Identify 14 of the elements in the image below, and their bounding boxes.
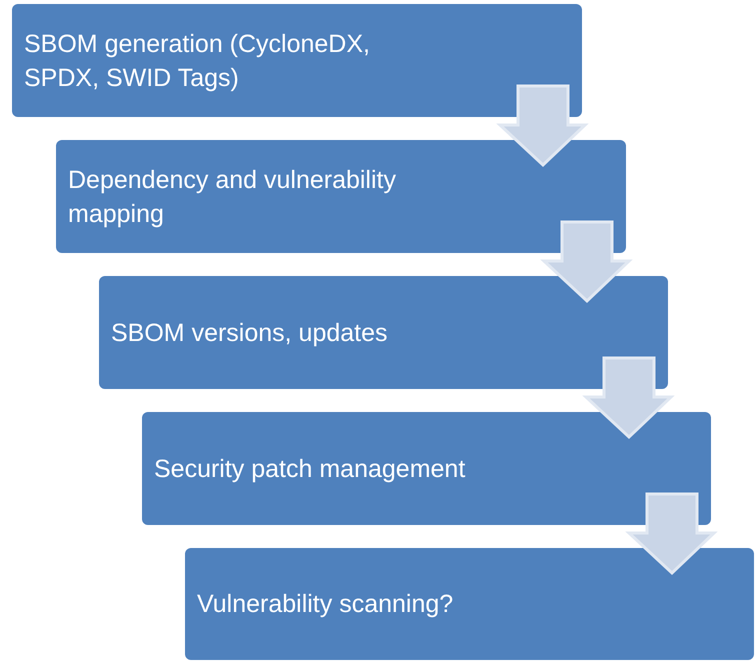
process-box (142, 412, 711, 525)
process-box (56, 140, 626, 253)
step-text: Dependency and vulnerability mapping (68, 164, 397, 230)
step-text: SBOM versions, updates (111, 318, 388, 348)
down-arrow (496, 84, 589, 168)
step-text: Vulnerability scanning? (197, 589, 454, 620)
process-box (185, 548, 754, 660)
down-arrow (582, 356, 675, 440)
process-box (12, 4, 582, 117)
step-text: Security patch management (154, 454, 466, 484)
step-text: SBOM generation (CycloneDX, SPDX, SWID Tags) (24, 28, 371, 94)
down-arrow (540, 220, 633, 304)
process-box (99, 276, 668, 389)
down-arrow (625, 492, 718, 576)
